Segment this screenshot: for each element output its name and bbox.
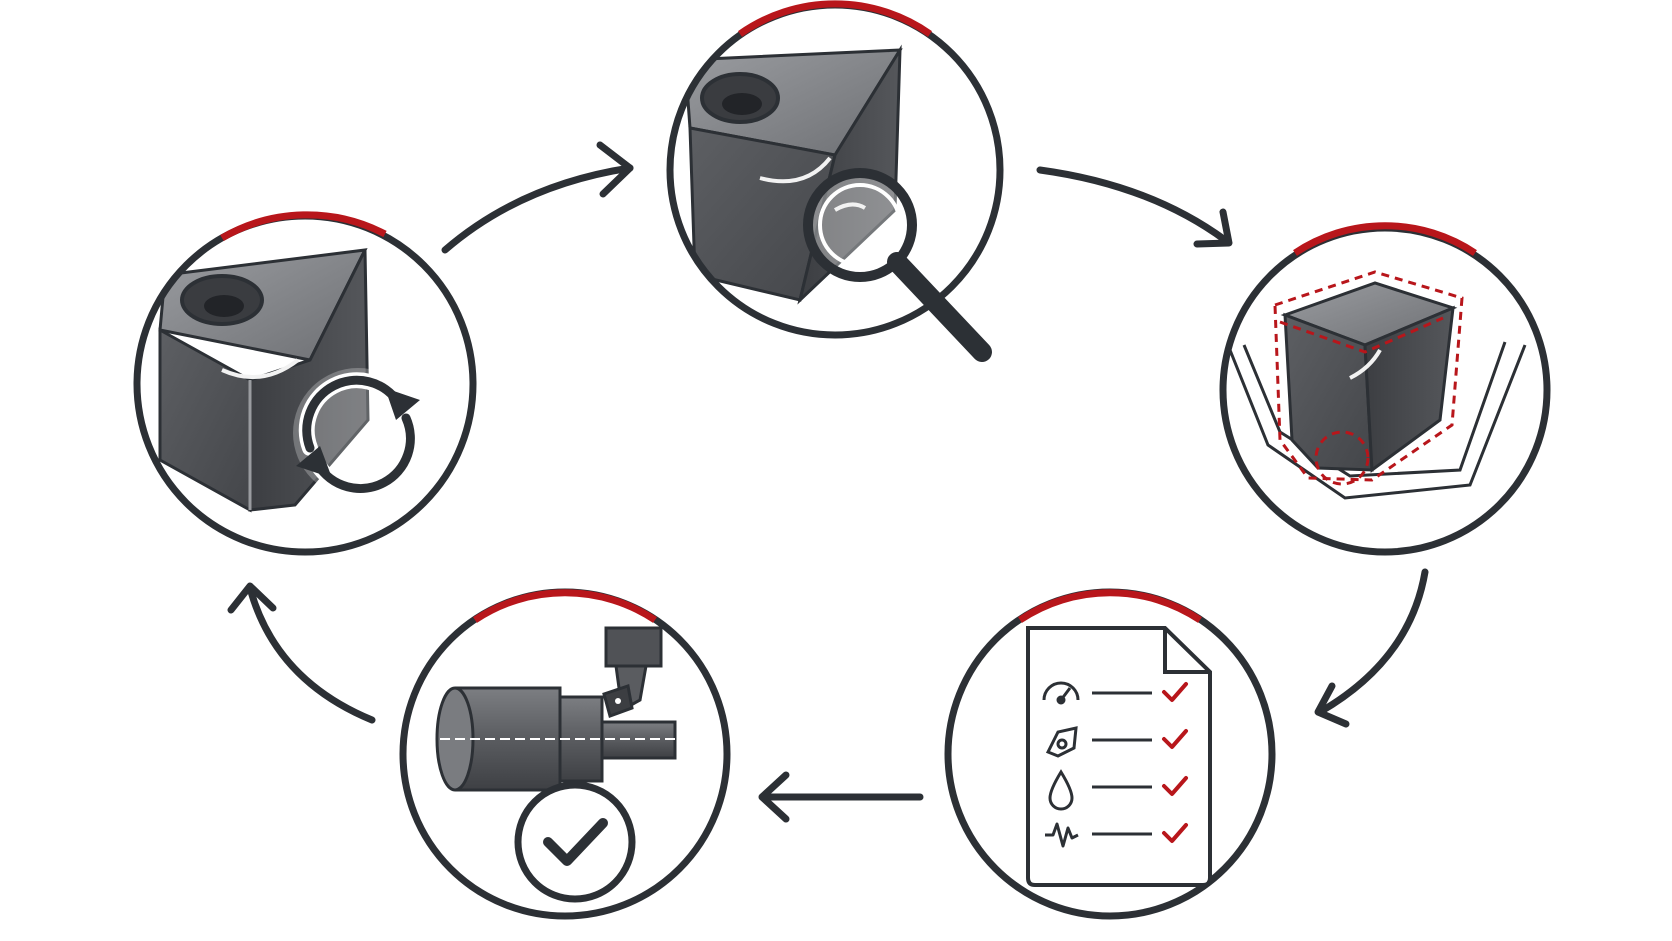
arrow-2-to-3 [1036, 166, 1233, 248]
turning-setup [425, 626, 690, 792]
tool-holder [602, 626, 663, 718]
arrow-4-to-5 [758, 771, 924, 823]
check-mark-icon [1162, 682, 1188, 843]
step-index-replace [133, 211, 477, 556]
insert-inspect [683, 44, 903, 305]
checklist-lines [1092, 691, 1152, 836]
step-verified-cut [399, 588, 731, 920]
wear-outline-dashed [1273, 270, 1464, 486]
speedometer-icon [1042, 681, 1080, 705]
vibration-icon [1045, 822, 1079, 848]
step-parameter-checklist [944, 588, 1276, 920]
arrow-5-to-1 [227, 582, 376, 724]
magnifier-icon [803, 168, 992, 362]
arrow-3-to-4 [1314, 568, 1429, 728]
insert-index [158, 248, 370, 513]
arrow-1-to-2 [441, 141, 634, 254]
workpiece-cylinder [425, 686, 690, 792]
insert-wear [1226, 281, 1527, 500]
tool-tip-icon [1045, 726, 1078, 758]
rotate-arrows-icon [293, 368, 423, 498]
check-circle-icon [514, 781, 636, 903]
step-inspect [666, 0, 1004, 362]
coolant-drop-icon [1048, 769, 1074, 811]
step-wear-pattern [1219, 222, 1551, 556]
flow-arrows [227, 141, 1429, 823]
